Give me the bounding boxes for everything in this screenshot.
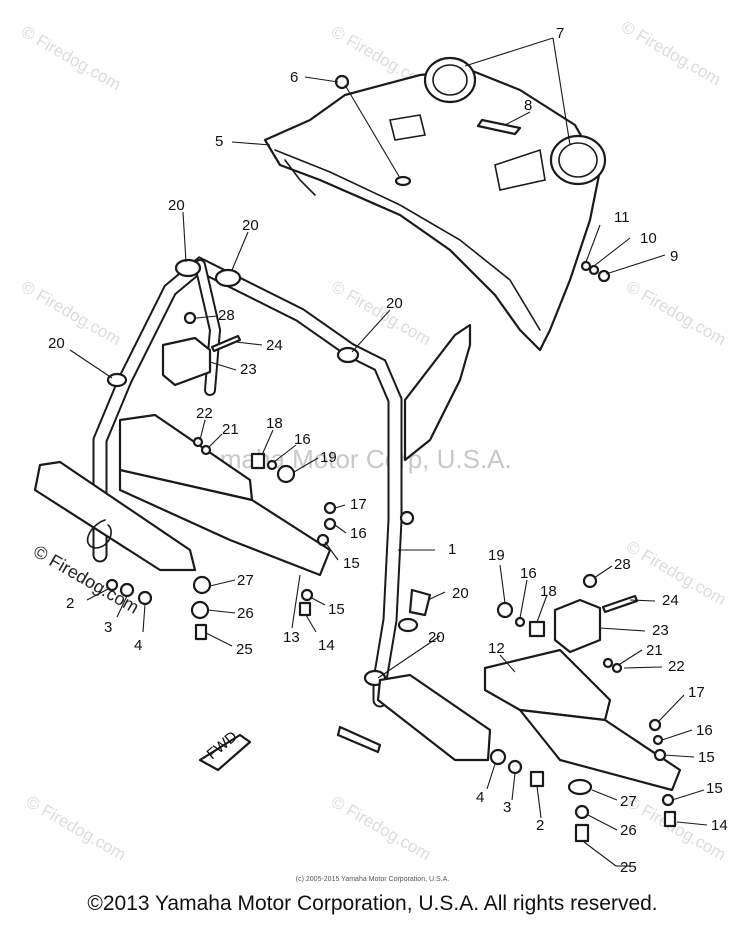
callout-9: 9 xyxy=(670,248,678,265)
callout-13: 13 xyxy=(283,629,300,646)
callout-16: 16 xyxy=(696,722,713,739)
callout-6: 6 xyxy=(290,69,298,86)
callout-26: 26 xyxy=(620,822,637,839)
callout-22: 22 xyxy=(668,658,685,675)
callout-14: 14 xyxy=(318,637,335,654)
callout-27: 27 xyxy=(620,793,637,810)
callout-5: 5 xyxy=(215,133,223,150)
callout-18: 18 xyxy=(540,583,557,600)
watermark: © Firedog.com xyxy=(328,792,434,864)
callout-20: 20 xyxy=(242,217,259,234)
spring-part xyxy=(86,519,112,549)
callout-27: 27 xyxy=(237,572,254,589)
rubber-block-part xyxy=(553,598,602,654)
callout-20: 20 xyxy=(386,295,403,312)
watermark: © Firedog.com xyxy=(30,541,142,617)
callout-17: 17 xyxy=(350,496,367,513)
watermark: © Firedog.com xyxy=(23,792,129,864)
watermark: © Firedog.com xyxy=(623,277,729,349)
callout-23: 23 xyxy=(652,622,669,639)
fwd-arrow: FWD xyxy=(198,728,252,772)
callout-3: 3 xyxy=(503,799,511,816)
pin-part xyxy=(210,334,242,353)
callout-4: 4 xyxy=(476,789,484,806)
callout-23: 23 xyxy=(240,361,257,378)
callout-24: 24 xyxy=(266,337,283,354)
callout-19: 19 xyxy=(488,547,505,564)
watermark: © Firedog.com xyxy=(618,17,724,89)
callout-16: 16 xyxy=(294,431,311,448)
callout-26: 26 xyxy=(237,605,254,622)
small-copyright-note: (c) 2005-2015 Yamaha Motor Corporation, … xyxy=(295,876,450,883)
watermark: © Firedog.com xyxy=(18,22,124,94)
callout-16: 16 xyxy=(350,525,367,542)
callout-labels: 7 6 8 5 11 10 9 20 20 20 20 28 24 23 22 … xyxy=(48,25,728,876)
callout-21: 21 xyxy=(646,642,663,659)
callout-15: 15 xyxy=(343,555,360,572)
callout-22: 22 xyxy=(196,405,213,422)
lens-part xyxy=(423,56,607,186)
callout-4: 4 xyxy=(134,637,142,654)
callout-25: 25 xyxy=(620,859,637,876)
right-front-tab-part xyxy=(376,673,492,762)
callout-20: 20 xyxy=(168,197,185,214)
label-strip-part xyxy=(476,118,522,136)
callout-10: 10 xyxy=(640,230,657,247)
callout-11: 11 xyxy=(614,209,630,226)
callout-1: 1 xyxy=(448,541,456,558)
callout-19: 19 xyxy=(320,449,337,466)
callout-14: 14 xyxy=(711,817,728,834)
callout-20: 20 xyxy=(452,585,469,602)
watermark: © Firedog.com xyxy=(18,277,124,349)
callout-7: 7 xyxy=(556,25,564,42)
callout-2: 2 xyxy=(66,595,74,612)
leader-lines xyxy=(69,37,708,867)
callout-28: 28 xyxy=(218,307,235,324)
callout-12: 12 xyxy=(488,640,505,657)
callout-24: 24 xyxy=(662,592,679,609)
callout-25: 25 xyxy=(236,641,253,658)
callout-2: 2 xyxy=(536,817,544,834)
callout-8: 8 xyxy=(524,97,532,114)
callout-20: 20 xyxy=(428,629,445,646)
pin-part xyxy=(601,594,639,614)
callout-15: 15 xyxy=(698,749,715,766)
callout-21: 21 xyxy=(222,421,239,438)
callout-17: 17 xyxy=(688,684,705,701)
front-panel-part xyxy=(263,68,602,352)
callout-20: 20 xyxy=(48,335,65,352)
watermark-center: Yamaha Motor Corp, U.S.A. xyxy=(190,444,512,474)
rubber-block-part xyxy=(161,336,212,387)
callout-18: 18 xyxy=(266,415,283,432)
copyright-footer: ©2013 Yamaha Motor Corporation, U.S.A. A… xyxy=(87,892,658,915)
callout-15: 15 xyxy=(328,601,345,618)
handlebar-frame-part xyxy=(92,256,419,708)
hardware-set xyxy=(105,311,677,843)
callout-16: 16 xyxy=(520,565,537,582)
callout-15: 15 xyxy=(706,780,723,797)
right-mount-bracket-part xyxy=(518,708,682,792)
callout-28: 28 xyxy=(614,556,631,573)
side-bracket-part xyxy=(403,323,472,462)
left-mount-bracket-part xyxy=(33,413,332,577)
callout-3: 3 xyxy=(104,619,112,636)
right-mount-bracket-part xyxy=(483,648,612,722)
